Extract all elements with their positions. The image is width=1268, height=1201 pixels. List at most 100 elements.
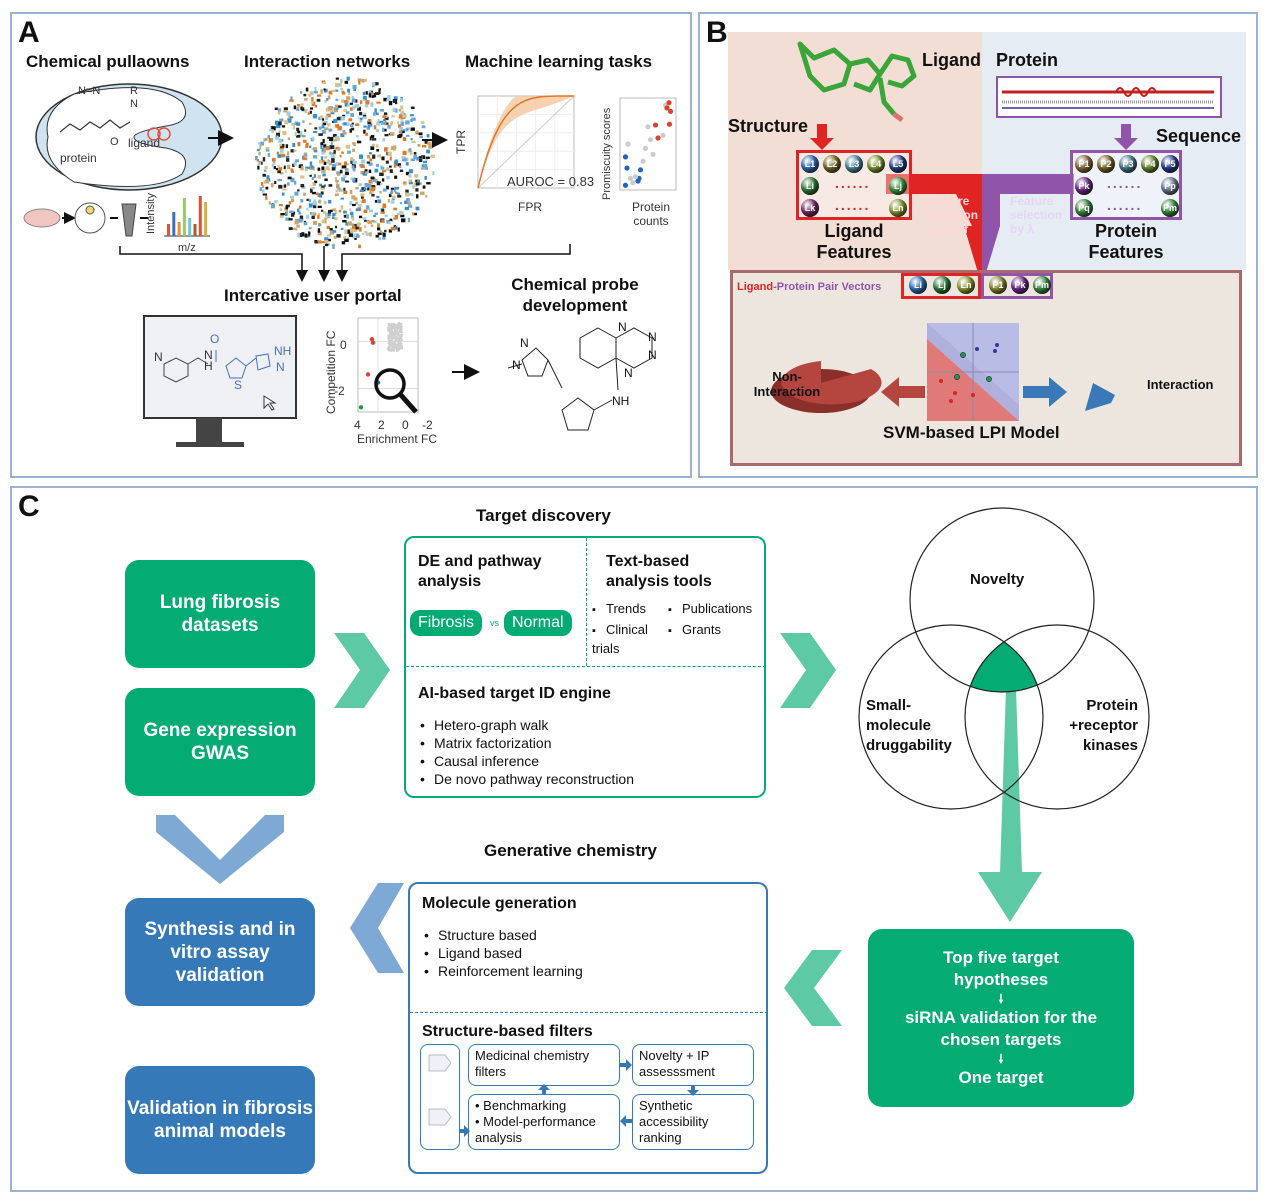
network-node (363, 112, 367, 115)
network-node (341, 227, 344, 230)
network-node (326, 225, 330, 230)
network-node (309, 107, 314, 110)
feature-ball: P3 (1119, 155, 1137, 173)
network-node (401, 110, 405, 115)
network-node (287, 118, 292, 123)
network-node (355, 226, 359, 230)
network-node (320, 186, 325, 190)
network-node (358, 244, 361, 249)
competition-bg-point (397, 334, 401, 337)
network-node (309, 161, 313, 166)
network-node (325, 213, 328, 217)
network-node (393, 225, 396, 229)
network-node (342, 219, 347, 223)
network-node (328, 145, 332, 150)
network-node (311, 191, 317, 195)
feature-ball: L4 (867, 155, 885, 173)
network-node (370, 123, 373, 127)
network-node (318, 116, 322, 121)
network-node (311, 176, 314, 181)
network-node (391, 115, 395, 118)
network-node (405, 162, 409, 166)
network-node (376, 121, 381, 126)
network-node (394, 159, 398, 164)
network-node (352, 167, 356, 172)
network-node (320, 142, 324, 146)
promiscuity-xlabel: Protein counts (631, 200, 671, 228)
network-node (341, 90, 345, 94)
network-node (351, 215, 354, 219)
ms-xlabel: m/z (178, 242, 196, 254)
promiscuity-point (632, 174, 639, 180)
network-node (406, 127, 411, 130)
network-node (361, 194, 364, 199)
network-node (277, 111, 281, 115)
fibrosis-pill: Fibrosis (410, 610, 483, 636)
network-node (368, 118, 372, 123)
feature-ball: Pm (1161, 199, 1179, 217)
network-node (262, 189, 265, 193)
network-node (322, 81, 326, 85)
network-node (355, 186, 359, 190)
network-node (371, 82, 377, 86)
competition-ylabel: Competition FC (324, 330, 338, 414)
network-node (410, 106, 415, 110)
network-node (368, 221, 373, 225)
network-node (283, 110, 288, 113)
network-node (321, 130, 326, 134)
network-node (294, 132, 297, 136)
network-node (319, 193, 323, 198)
network-node (370, 102, 373, 107)
network-node (278, 204, 283, 207)
network-node (371, 92, 375, 95)
network-node (279, 143, 283, 147)
network-node (339, 154, 342, 158)
network-node (393, 188, 396, 193)
network-node (309, 91, 314, 94)
molecule-generation-list: Structure based Ligand based Reinforceme… (424, 926, 583, 980)
network-node (371, 95, 375, 99)
network-node (321, 151, 326, 155)
network-node (304, 168, 308, 171)
network-node (348, 92, 351, 95)
network-node (273, 160, 276, 165)
network-node (382, 188, 387, 192)
network-node (284, 211, 288, 216)
promiscuity-point (655, 135, 661, 141)
network-node (396, 121, 400, 124)
network-node (346, 214, 349, 219)
network-node (386, 176, 390, 180)
carbonyl-o-label: O (110, 136, 119, 148)
network-node (369, 158, 373, 162)
network-node (318, 126, 322, 130)
network-node (304, 129, 307, 132)
network-node (352, 105, 355, 110)
promiscuity-point (647, 137, 654, 143)
network-node (397, 213, 402, 216)
feature-ball: Lk (801, 199, 819, 217)
network-node (382, 127, 385, 132)
feature-ball: Lj (933, 276, 951, 294)
network-node (392, 145, 397, 149)
benchmark-text: Model-performance analysis (475, 1114, 596, 1145)
network-node (358, 117, 361, 120)
promiscuity-point (640, 158, 646, 164)
network-node (274, 200, 278, 204)
ai-item: Hetero-graph walk (420, 716, 634, 734)
title-ml-tasks: Machine learning tasks (465, 52, 653, 71)
output-animal-models: Validation in fibrosis animal models (125, 1066, 315, 1174)
competition-xtick-2: 0 (402, 418, 409, 432)
ligand-header: Ligand (922, 50, 981, 70)
network-node (405, 192, 410, 197)
network-node (382, 170, 387, 173)
network-node (286, 164, 291, 170)
panel-c-chevrons (156, 633, 1042, 1026)
network-node (279, 154, 284, 158)
network-node (400, 112, 403, 116)
network-node (289, 116, 294, 119)
network-node (350, 160, 353, 164)
network-node (289, 210, 294, 213)
network-node (364, 182, 369, 187)
network-node (326, 161, 331, 164)
network-node (321, 185, 325, 188)
